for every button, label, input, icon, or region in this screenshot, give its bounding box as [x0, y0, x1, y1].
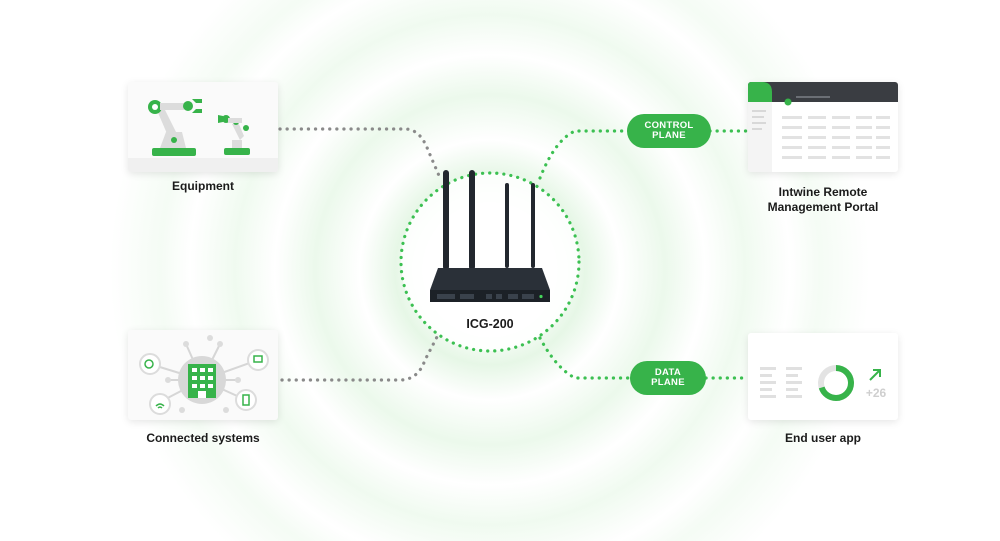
connected-systems-connector — [280, 333, 440, 382]
app-stat-value: +26 — [865, 386, 887, 400]
portal-label: Intwine Remote Management Portal — [733, 185, 913, 215]
control-plane-line2: PLANE — [652, 130, 686, 141]
data-plane-connector — [538, 336, 750, 380]
connected-systems-card — [128, 330, 278, 420]
building-network-icon — [139, 335, 269, 415]
equipment-label: Equipment — [172, 179, 234, 193]
equipment-card — [128, 82, 278, 172]
control-plane-connector — [538, 129, 750, 180]
robot-arm-icon — [128, 99, 278, 172]
end-user-app-label: End user app — [784, 431, 861, 445]
connected-systems-label: Connected systems — [146, 431, 260, 445]
control-plane-pill: CONTROL PLANE — [627, 114, 711, 148]
end-user-app-card: +26 — [748, 333, 898, 420]
device-label: ICG-200 — [466, 317, 514, 331]
data-plane-pill: DATA PLANE — [630, 361, 706, 395]
dashboard-screenshot-icon — [748, 82, 898, 172]
portal-label-line2: Management Portal — [767, 200, 879, 214]
portal-label-line1: Intwine Remote — [778, 185, 868, 199]
portal-card — [748, 82, 898, 172]
control-plane-line1: CONTROL — [644, 120, 694, 131]
app-dashboard-icon — [760, 365, 881, 401]
data-plane-line1: DATA — [654, 367, 682, 378]
data-plane-line2: PLANE — [651, 377, 685, 388]
